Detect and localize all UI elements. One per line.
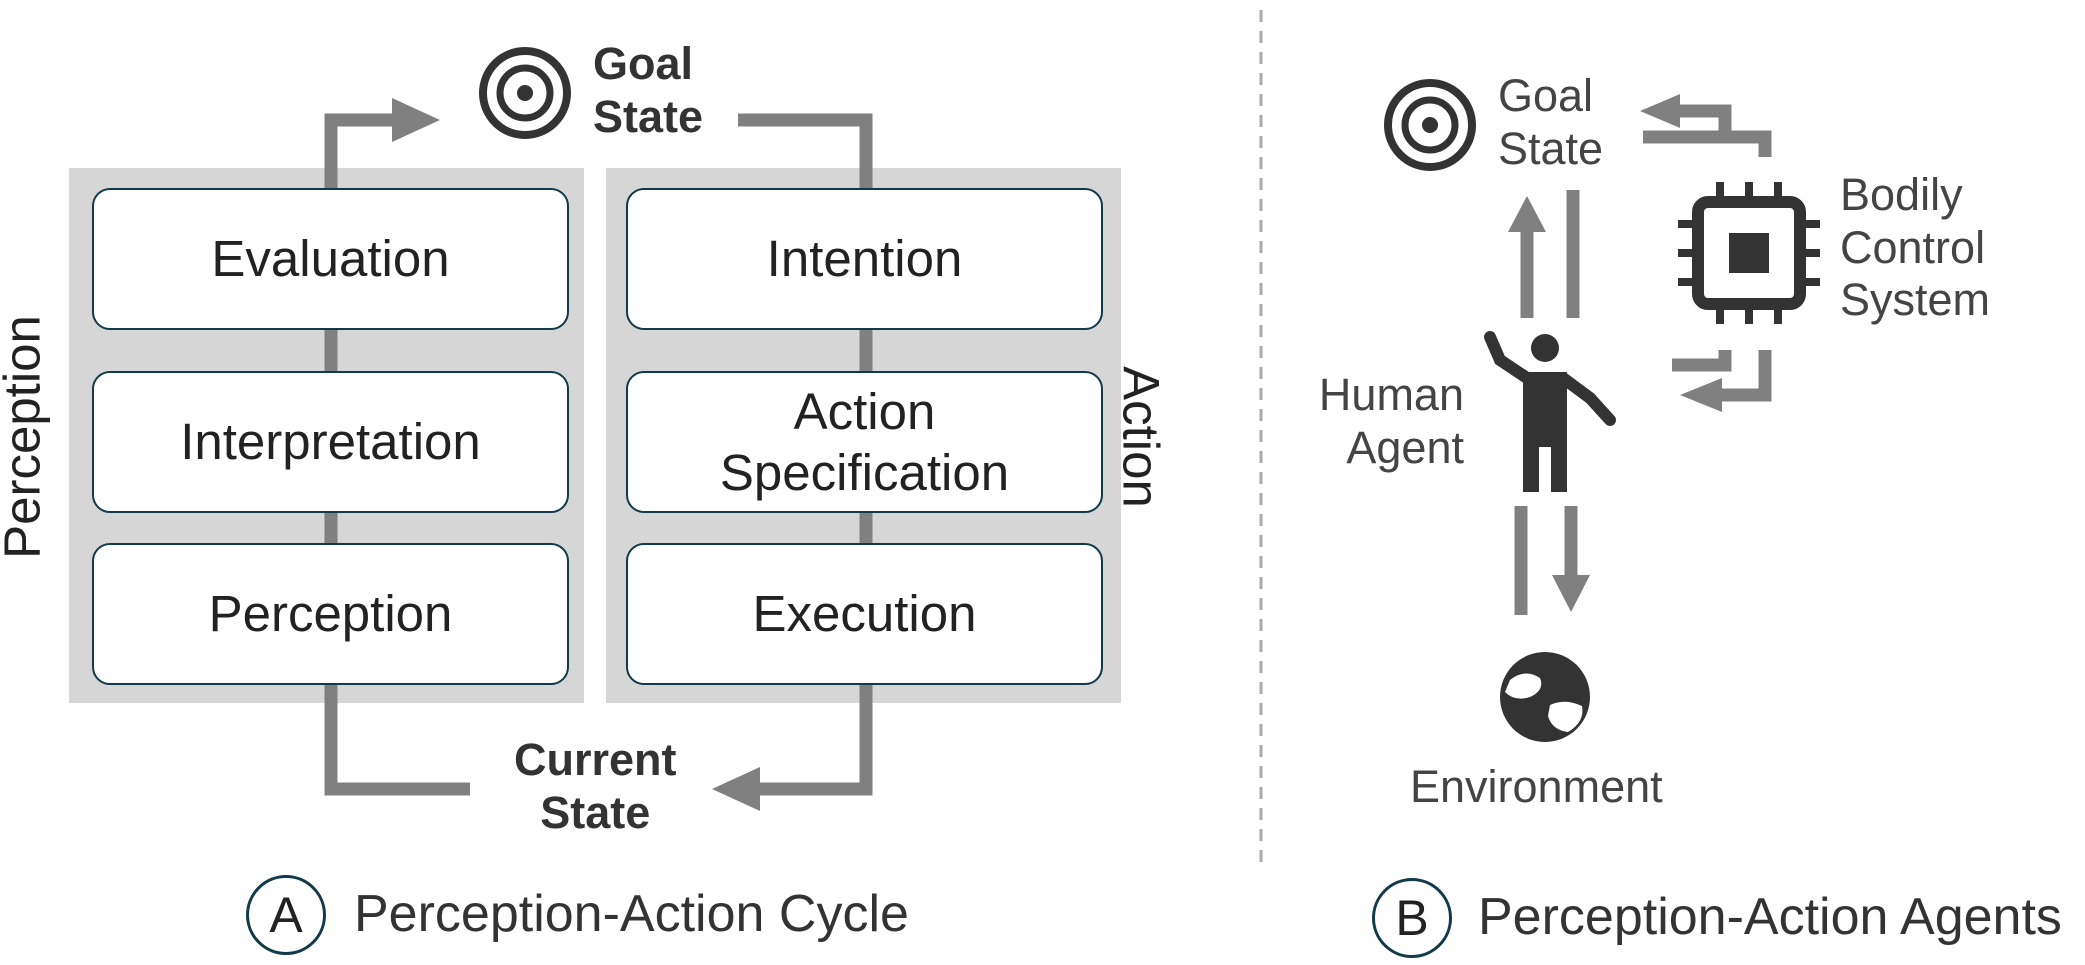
- caption-b-badge: B: [1372, 878, 1452, 958]
- arrowhead-agent-up: [1508, 196, 1546, 232]
- agent-goal-state-label: Goal State: [1498, 70, 1604, 174]
- evaluation-box: Evaluation: [92, 188, 569, 330]
- arrowhead-control-goal: [1640, 94, 1680, 128]
- arrow-evaluation-to-goal: [324, 113, 392, 190]
- arrow-agent-to-control: [1722, 350, 1772, 402]
- arrow-control-down: [1672, 350, 1732, 372]
- current-state-label: Current State: [514, 734, 677, 838]
- chip-icon: [1678, 182, 1820, 324]
- person-icon: [1484, 331, 1616, 492]
- action-specification-box: Action Specification: [626, 371, 1103, 513]
- arrowhead-current: [712, 767, 760, 811]
- action-side-label: Action: [1112, 366, 1170, 508]
- connector-goal-to-control: [1643, 130, 1772, 157]
- caption-b-text: Perception-Action Agents: [1478, 888, 2062, 946]
- execution-box: Execution: [626, 543, 1103, 685]
- perception-box: Perception: [92, 543, 569, 685]
- interpretation-box: Interpretation: [92, 371, 569, 513]
- arrow-goal-to-intention: [738, 113, 873, 190]
- globe-icon: [1500, 652, 1590, 742]
- goal-state-label: Goal State: [593, 38, 704, 142]
- arrow-current-to-perception: [324, 683, 470, 796]
- intention-box: Intention: [626, 188, 1103, 330]
- arrow-control-to-goal: [1680, 104, 1732, 132]
- caption-a-badge: A: [246, 875, 326, 955]
- human-agent-label: Human Agent: [1318, 369, 1464, 473]
- perception-side-label: Perception: [0, 315, 51, 559]
- arrowhead-goal: [392, 98, 440, 142]
- target-icon: [479, 47, 571, 139]
- bodily-control-label: Bodily Control System: [1840, 169, 1991, 326]
- arrowhead-env: [1552, 575, 1590, 612]
- environment-label: Environment: [1410, 761, 1663, 812]
- arrow-execution-to-current: [760, 683, 873, 796]
- arrowhead-agent-control: [1680, 378, 1722, 412]
- caption-a-text: Perception-Action Cycle: [354, 885, 909, 943]
- target-icon: [1384, 79, 1476, 171]
